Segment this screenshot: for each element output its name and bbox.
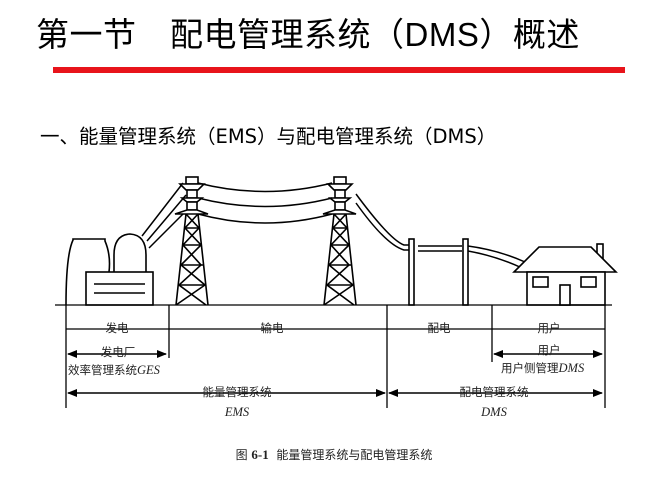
caption-text: 能量管理系统与配电管理系统 [276, 448, 433, 462]
transmission-tower-icon [174, 176, 209, 306]
dms-label-abbr: DMS [480, 405, 507, 419]
stage-label-distribution: 配电 [428, 321, 451, 335]
stage-frame [55, 304, 612, 408]
slide-title: 第一节 配电管理系统（DMS）概述 [36, 8, 580, 56]
figure-caption: 图 6-1 能量管理系统与配电管理系统 [0, 446, 668, 463]
stage-label-transmission: 输电 [261, 321, 284, 335]
title-part-end: ）概述 [479, 15, 580, 54]
user-dms-label-line2: 用户侧管理DMS [501, 361, 585, 375]
user-dms-label-line1: 用户 [538, 343, 561, 357]
power-plant-icon [65, 233, 154, 306]
stage-label-user: 用户 [538, 321, 561, 335]
house-icon [512, 243, 618, 306]
caption-number: 6-1 [251, 447, 269, 462]
ems-label-cn: 能量管理系统 [203, 385, 272, 399]
title-part-dms: DMS [404, 16, 480, 53]
ems-label-abbr: EMS [224, 405, 250, 419]
section-subtitle: 一、能量管理系统（EMS）与配电管理系统（DMS） [40, 125, 497, 148]
utility-pole-icon [408, 238, 415, 306]
ges-label-line1: 发电厂 [101, 345, 136, 359]
title-underline-bar [53, 67, 625, 73]
dms-label-cn: 配电管理系统 [460, 385, 529, 399]
transmission-tower-icon [322, 176, 357, 306]
transmission-lines [141, 182, 526, 269]
stage-label-generation: 发电 [106, 321, 129, 335]
caption-prefix: 图 [235, 448, 248, 462]
ges-label-line2: 效率管理系统GES [68, 363, 161, 377]
utility-pole-icon [462, 238, 469, 306]
title-part-cn: 第一节 配电管理系统（ [36, 15, 405, 54]
